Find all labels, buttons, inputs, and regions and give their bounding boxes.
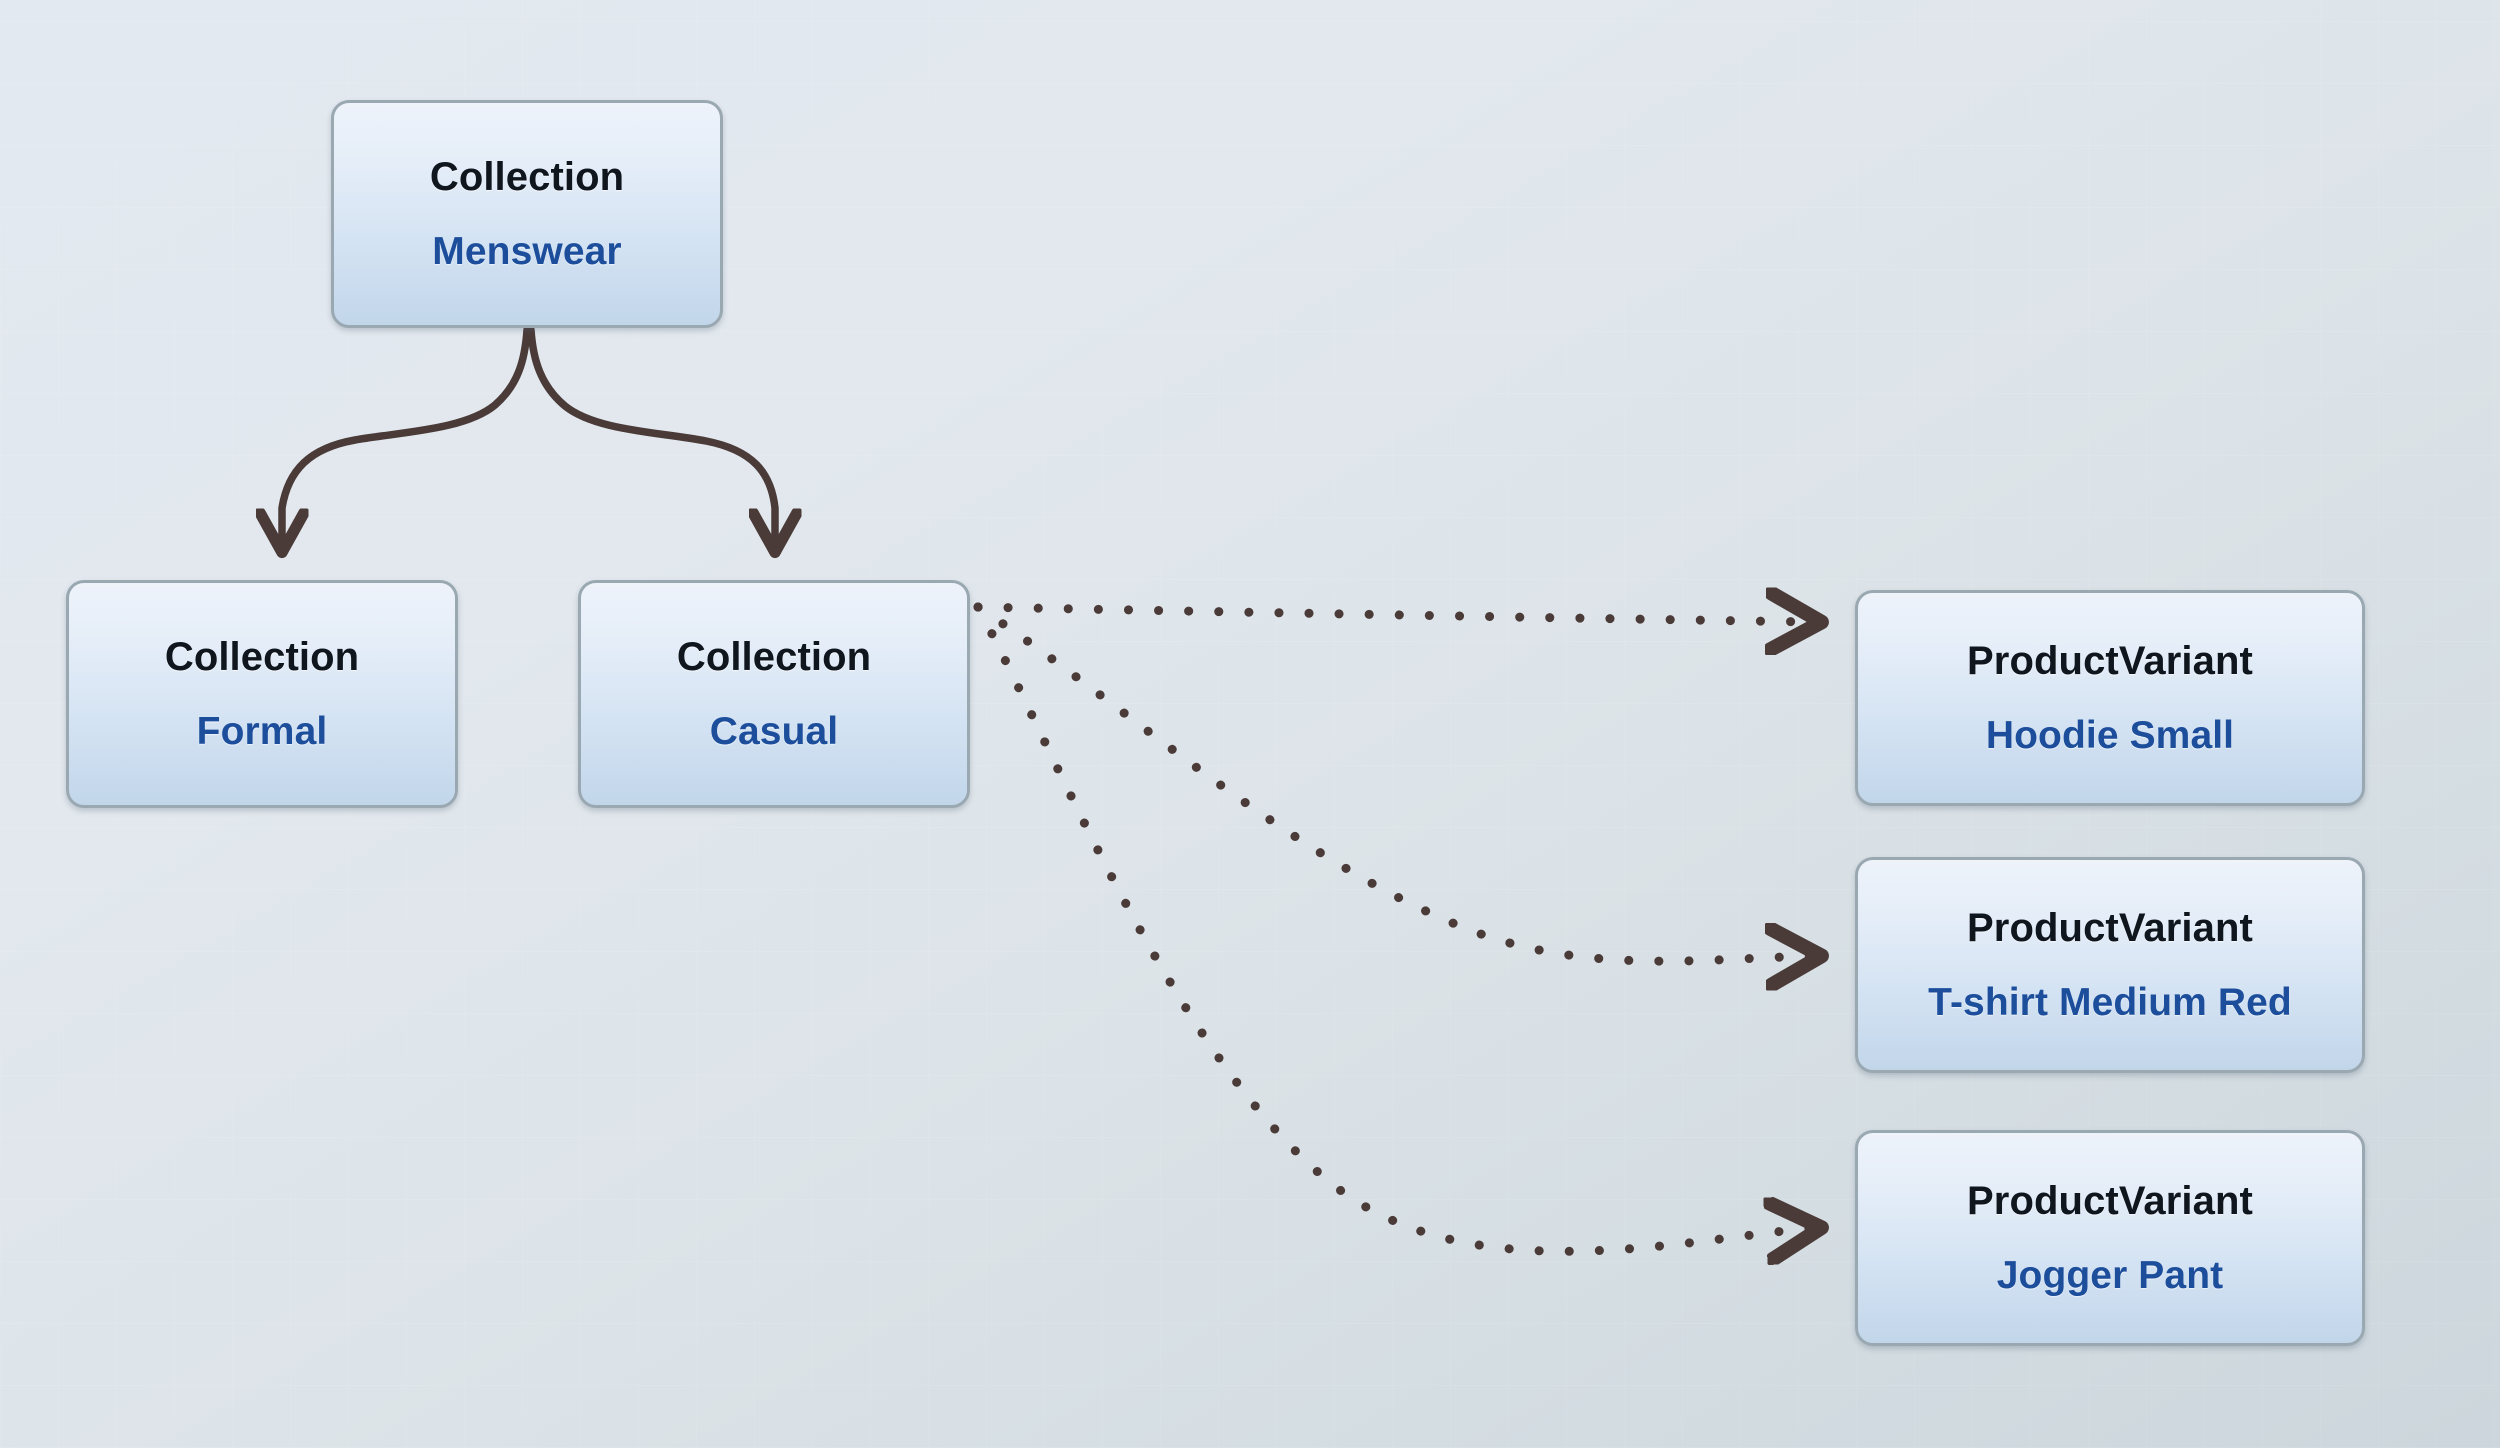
node-value-label: Menswear: [432, 229, 622, 273]
node-productvariant-jogger-pant[interactable]: ProductVariant Jogger Pant: [1855, 1130, 2365, 1346]
node-type-label: ProductVariant: [1967, 1178, 2253, 1223]
node-type-label: Collection: [429, 154, 625, 199]
node-collection-casual[interactable]: Collection Casual: [578, 580, 970, 808]
edge-casual-to-hoodie-small: [973, 607, 1816, 622]
node-value-label: Hoodie Small: [1985, 713, 2235, 757]
edge-casual-to-tshirt-medium-red: [973, 602, 1816, 961]
node-value-label: Casual: [709, 709, 839, 753]
node-collection-menswear[interactable]: Collection Menswear: [331, 100, 723, 328]
edge-menswear-to-casual: [527, 326, 775, 548]
node-value-label: Jogger Pant: [1996, 1253, 2224, 1297]
node-type-label: ProductVariant: [1967, 638, 2253, 683]
node-productvariant-tshirt-medium-red[interactable]: ProductVariant T-shirt Medium Red: [1855, 857, 2365, 1073]
node-value-label: T-shirt Medium Red: [1928, 980, 2292, 1024]
edge-casual-to-jogger-pant: [973, 602, 1816, 1251]
node-type-label: Collection: [676, 634, 872, 679]
node-collection-formal[interactable]: Collection Formal: [66, 580, 458, 808]
edge-menswear-to-formal: [282, 326, 531, 548]
node-productvariant-hoodie-small[interactable]: ProductVariant Hoodie Small: [1855, 590, 2365, 806]
node-type-label: Collection: [164, 634, 360, 679]
node-type-label: ProductVariant: [1967, 905, 2253, 950]
node-value-label: Formal: [196, 709, 328, 753]
